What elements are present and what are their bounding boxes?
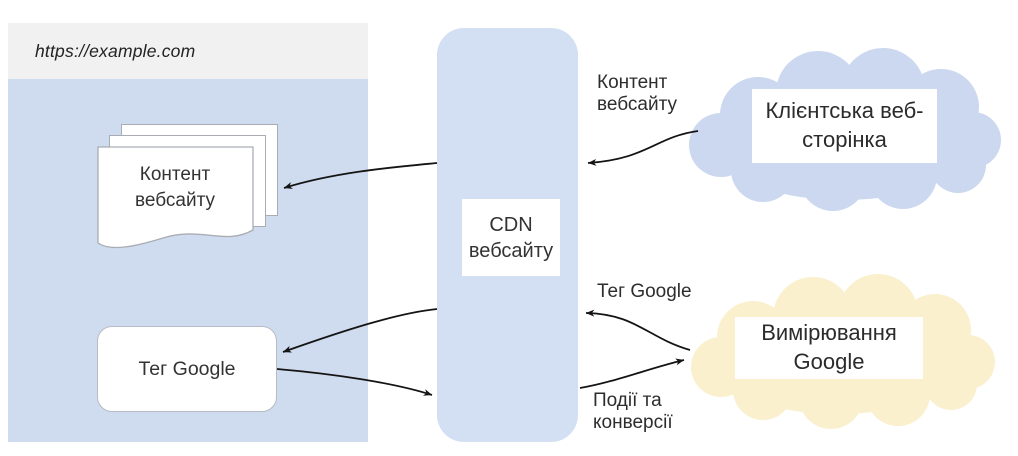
client-web-page-label: Клієнтська веб- сторінка <box>752 89 937 163</box>
website-content-stack: Контент вебсайту <box>97 124 278 252</box>
edge-label-website-content: Контент вебсайту <box>597 72 677 115</box>
arrow-cloud-to-cdn-tag <box>585 309 691 351</box>
document-page-front: Контент вебсайту <box>97 146 255 252</box>
google-tag-label: Тег Google <box>138 357 236 380</box>
browser-titlebar: https://example.com <box>8 23 368 79</box>
arrow-cloud-to-cdn-content <box>587 130 699 166</box>
google-measurement-label: Вимірювання Google <box>735 317 923 379</box>
arrow-cdn-to-cloud-events <box>579 358 685 389</box>
edge-label-google-tag: Тег Google <box>597 281 692 302</box>
website-content-label: Контент вебсайту <box>135 164 215 211</box>
edge-label-events-conversions: Події та конверсії <box>593 390 673 433</box>
cdn-label: CDN вебсайту <box>462 199 560 276</box>
browser-url-text: https://example.com <box>35 40 196 61</box>
document-wave-shape <box>97 146 254 249</box>
google-tag-box: Тег Google <box>97 326 277 412</box>
